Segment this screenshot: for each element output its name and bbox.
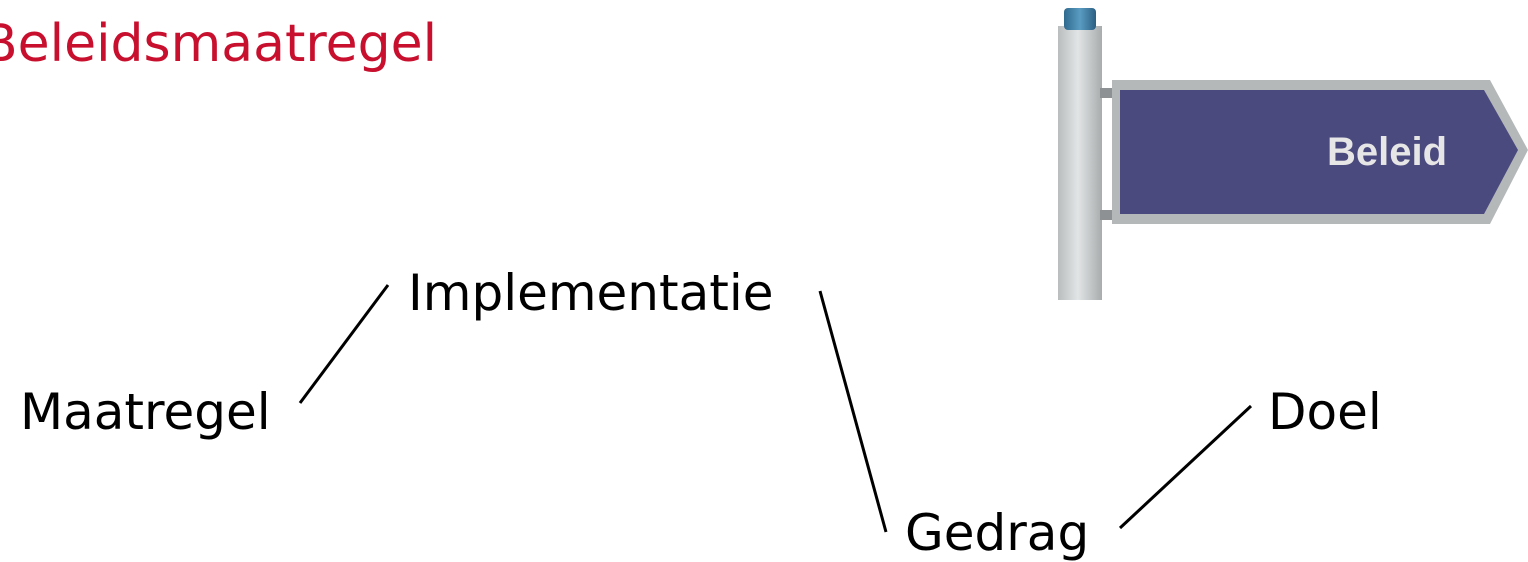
sign-label: Beleid [1327, 130, 1448, 174]
sign-bracket-bottom [1100, 210, 1120, 220]
node-implementatie: Implementatie [408, 264, 774, 322]
node-maatregel: Maatregel [20, 383, 271, 441]
node-doel: Doel [1268, 383, 1382, 441]
slide-title: Beleidsmaatregel [0, 14, 438, 74]
sign-post-cap [1064, 8, 1096, 30]
sign-bracket-top [1100, 88, 1120, 98]
connector-gedrag-doel [1118, 404, 1253, 530]
node-gedrag: Gedrag [905, 504, 1090, 562]
connector-maatregel-implementatie [298, 284, 390, 404]
connector-implementatie-gedrag [818, 290, 888, 533]
signpost-illustration [1058, 8, 1528, 300]
sign-panel [1120, 90, 1518, 214]
sign-post [1058, 26, 1102, 300]
